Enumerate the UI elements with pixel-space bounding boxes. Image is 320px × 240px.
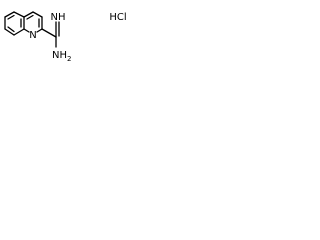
bond <box>23 11 34 18</box>
bond <box>36 28 43 33</box>
bond <box>32 11 43 18</box>
bond <box>13 28 25 36</box>
bond <box>41 28 57 38</box>
structure-drawing: N NH NH2 HCl <box>4 11 127 63</box>
double-bond-inner <box>7 14 15 20</box>
imine-nh-label: NH <box>51 12 66 23</box>
double-bond-inner <box>7 26 15 33</box>
hcl-counterion-label: HCl <box>109 12 126 23</box>
amine-nh-text: NH <box>52 50 67 61</box>
bond <box>23 28 30 33</box>
benzene-ring <box>4 11 25 36</box>
ring-nitrogen-label: N <box>29 30 36 41</box>
bond <box>4 11 15 18</box>
amine-subscript: 2 <box>67 55 71 63</box>
amidine-group <box>41 21 60 48</box>
pyridine-ring <box>23 11 43 33</box>
double-bond-inner <box>26 14 34 20</box>
bond <box>13 11 25 18</box>
bond <box>4 28 15 36</box>
amine-nh2-label: NH2 <box>52 50 71 63</box>
